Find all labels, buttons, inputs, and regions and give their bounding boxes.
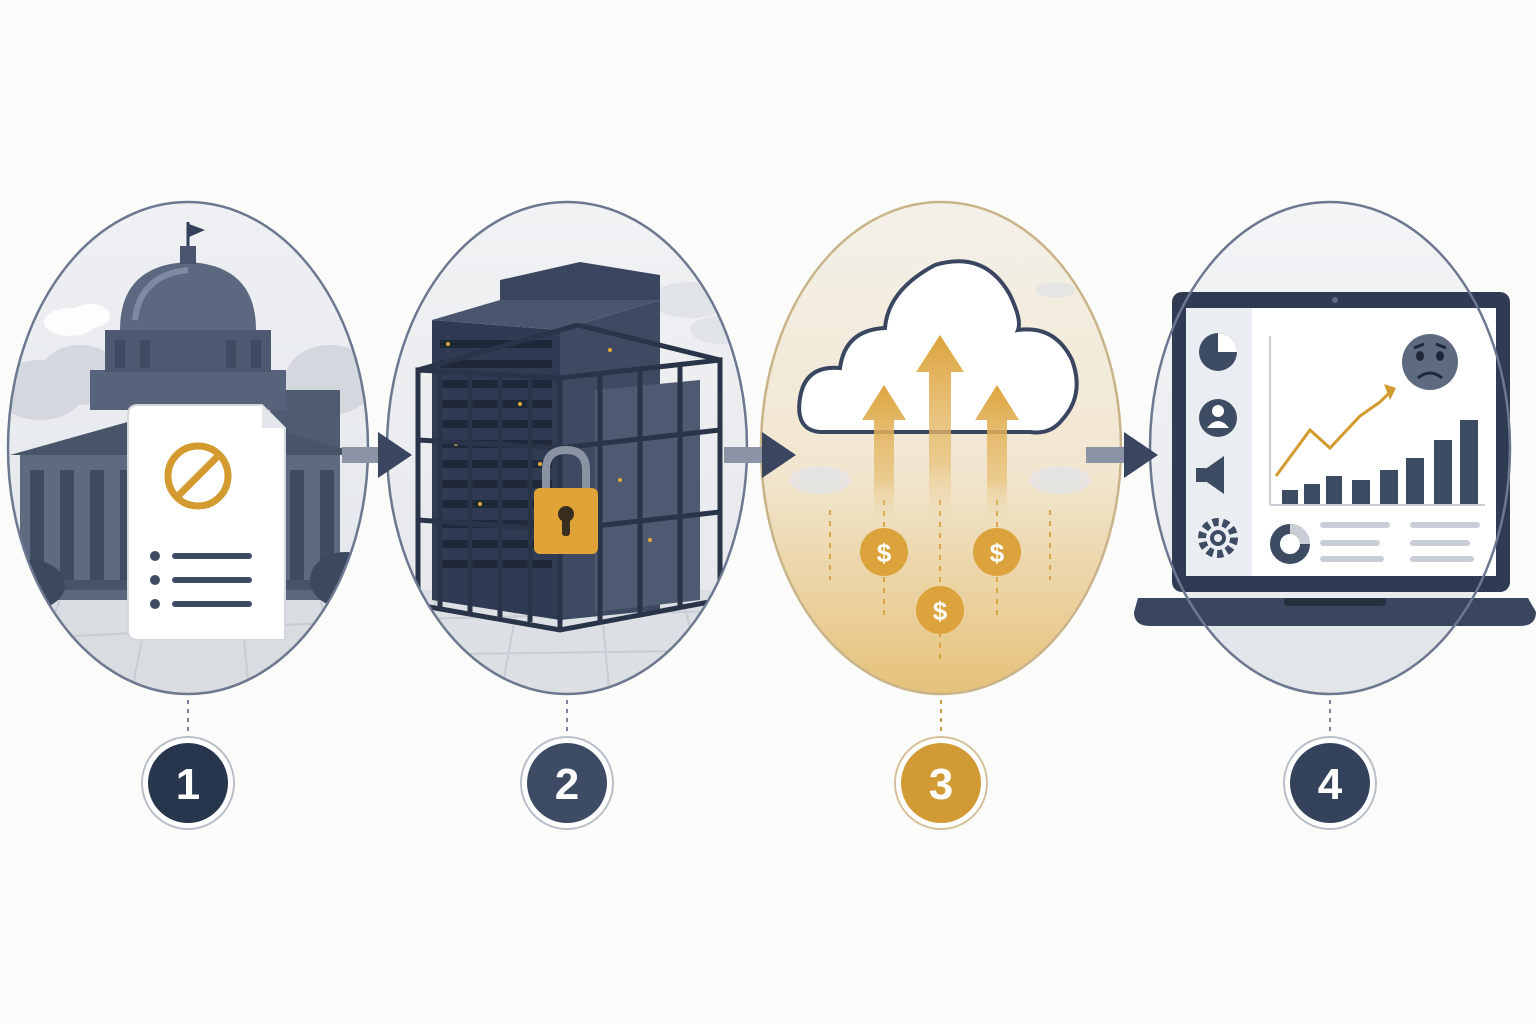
pie-chart-icon [1199, 333, 1237, 371]
step-number: 2 [555, 760, 579, 809]
coin-symbol: $ [877, 538, 892, 568]
step-number: 3 [929, 760, 953, 809]
step-badge-1: 1 [142, 737, 234, 829]
step-2-illustration [380, 202, 760, 700]
step-badge-2: 2 [521, 737, 613, 829]
step-number: 4 [1318, 760, 1343, 809]
step-3-illustration: $ $ $ [761, 202, 1121, 694]
step-4-illustration [1134, 202, 1536, 700]
coin-symbol: $ [990, 538, 1005, 568]
laptop-icon [1134, 292, 1536, 626]
coin-symbol: $ [933, 596, 948, 626]
prohibited-document-icon [128, 405, 285, 640]
sad-face-icon [1402, 334, 1458, 390]
user-icon [1199, 399, 1237, 437]
step-badge-4: 4 [1284, 737, 1376, 829]
step-1-illustration [0, 202, 380, 710]
dashed-stems [188, 700, 1330, 736]
step-number: 1 [176, 760, 200, 809]
step-badge-3: 3 [895, 737, 987, 829]
